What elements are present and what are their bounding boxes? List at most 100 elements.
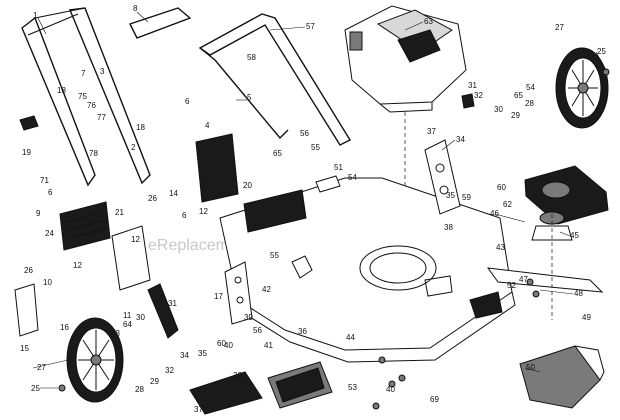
part-label: 62 — [503, 200, 512, 209]
part-label: 59 — [462, 193, 471, 202]
part-label: 27 — [555, 23, 564, 32]
part-label: 9 — [36, 209, 41, 218]
part-label: 12 — [199, 207, 208, 216]
part-label: 64 — [123, 320, 132, 329]
part-label: 33 — [233, 371, 242, 380]
part-label: 25 — [31, 384, 40, 393]
part-label: 38 — [444, 223, 453, 232]
part-label: 27 — [37, 363, 46, 372]
part-label: 48 — [574, 289, 583, 298]
part-label: 12 — [73, 261, 82, 270]
rear-wheel — [555, 47, 609, 129]
part-label: 45 — [570, 231, 579, 240]
part-label: 18 — [136, 123, 145, 132]
part-label: 53 — [111, 329, 120, 338]
part-label: 26 — [24, 266, 33, 275]
front-wheel — [66, 317, 124, 403]
part-label: 31 — [468, 81, 477, 90]
part-label: 65 — [273, 149, 282, 158]
part-label: 2 — [131, 143, 136, 152]
rear-height-adjuster — [424, 139, 461, 215]
part-label: 37 — [194, 405, 203, 414]
bag-panel-right — [243, 189, 307, 233]
part-label: 29 — [511, 111, 520, 120]
engine — [344, 5, 467, 240]
part-label: 3 — [100, 67, 105, 76]
axle-bracket — [14, 283, 39, 337]
part-label: 6 — [48, 188, 53, 197]
part-label: 8 — [133, 4, 138, 13]
part-label: 63 — [424, 17, 433, 26]
part-label: 29 — [150, 377, 159, 386]
mulch-plug — [189, 371, 263, 415]
bag-panel-left — [59, 201, 111, 251]
part-label: 57 — [306, 22, 315, 31]
rear-flap — [519, 345, 605, 409]
part-label: 5 — [247, 93, 252, 102]
hardware — [19, 68, 610, 410]
part-label: 32 — [474, 91, 483, 100]
part-label: 55 — [270, 251, 279, 260]
part-label: 7 — [81, 69, 86, 78]
part-label: 52 — [507, 281, 516, 290]
part-label: 58 — [247, 53, 256, 62]
part-label: 10 — [43, 278, 52, 287]
part-label: 30 — [494, 105, 503, 114]
part-label: 24 — [45, 229, 54, 238]
part-label: 78 — [89, 149, 98, 158]
part-label: 56 — [300, 129, 309, 138]
part-label: 71 — [40, 176, 49, 185]
part-label: 37 — [427, 127, 436, 136]
part-label: 12 — [131, 235, 140, 244]
part-label: 55 — [311, 143, 320, 152]
part-label: 11 — [123, 311, 132, 320]
part-label: 60 — [217, 339, 226, 348]
part-label: 51 — [334, 163, 343, 172]
part-label: 26 — [148, 194, 157, 203]
part-label: 34 — [180, 351, 189, 360]
part-label: 76 — [87, 101, 96, 110]
part-label: 35 — [198, 349, 207, 358]
part-label: 77 — [97, 113, 106, 122]
part-label: 19 — [22, 148, 31, 157]
part-label: 65 — [514, 91, 523, 100]
part-label: 16 — [60, 323, 69, 332]
part-labels: 1 2 3 4 5 6 6 6 7 8 9 10 11 12 12 12 14 … — [20, 4, 606, 414]
front-height-adjuster — [111, 225, 253, 325]
part-label: 4 — [205, 121, 210, 130]
part-label: 47 — [519, 275, 528, 284]
part-label: 6 — [185, 97, 190, 106]
part-label: 28 — [525, 99, 534, 108]
part-label: 43 — [496, 243, 505, 252]
part-label: 42 — [262, 285, 271, 294]
part-label: 30 — [136, 313, 145, 322]
part-label: 41 — [264, 341, 273, 350]
part-label: 14 — [169, 189, 178, 198]
part-label: 56 — [253, 326, 262, 335]
part-label: 54 — [348, 173, 357, 182]
part-label: 15 — [20, 344, 29, 353]
part-label: 28 — [135, 385, 144, 394]
part-label: 25 — [597, 47, 606, 56]
part-label: 31 — [168, 299, 177, 308]
part-label: 32 — [165, 366, 174, 375]
part-label: 20 — [243, 181, 252, 190]
part-label: 49 — [582, 313, 591, 322]
part-label: 21 — [115, 208, 124, 217]
leader-lines — [32, 11, 607, 389]
part-label: 40 — [386, 385, 395, 394]
part-label: 75 — [78, 92, 87, 101]
upper-handle — [198, 13, 351, 146]
part-label: 46 — [490, 209, 499, 218]
part-label: 53 — [348, 383, 357, 392]
part-label: 50 — [526, 363, 535, 372]
part-label: 17 — [214, 292, 223, 301]
rear-discharge-chute — [524, 165, 609, 225]
part-label: 1 — [33, 11, 38, 20]
part-label: 39 — [244, 313, 253, 322]
part-label: 69 — [430, 395, 439, 404]
part-label: 34 — [456, 135, 465, 144]
part-label: 40 — [224, 341, 233, 350]
control-bar — [129, 7, 192, 39]
